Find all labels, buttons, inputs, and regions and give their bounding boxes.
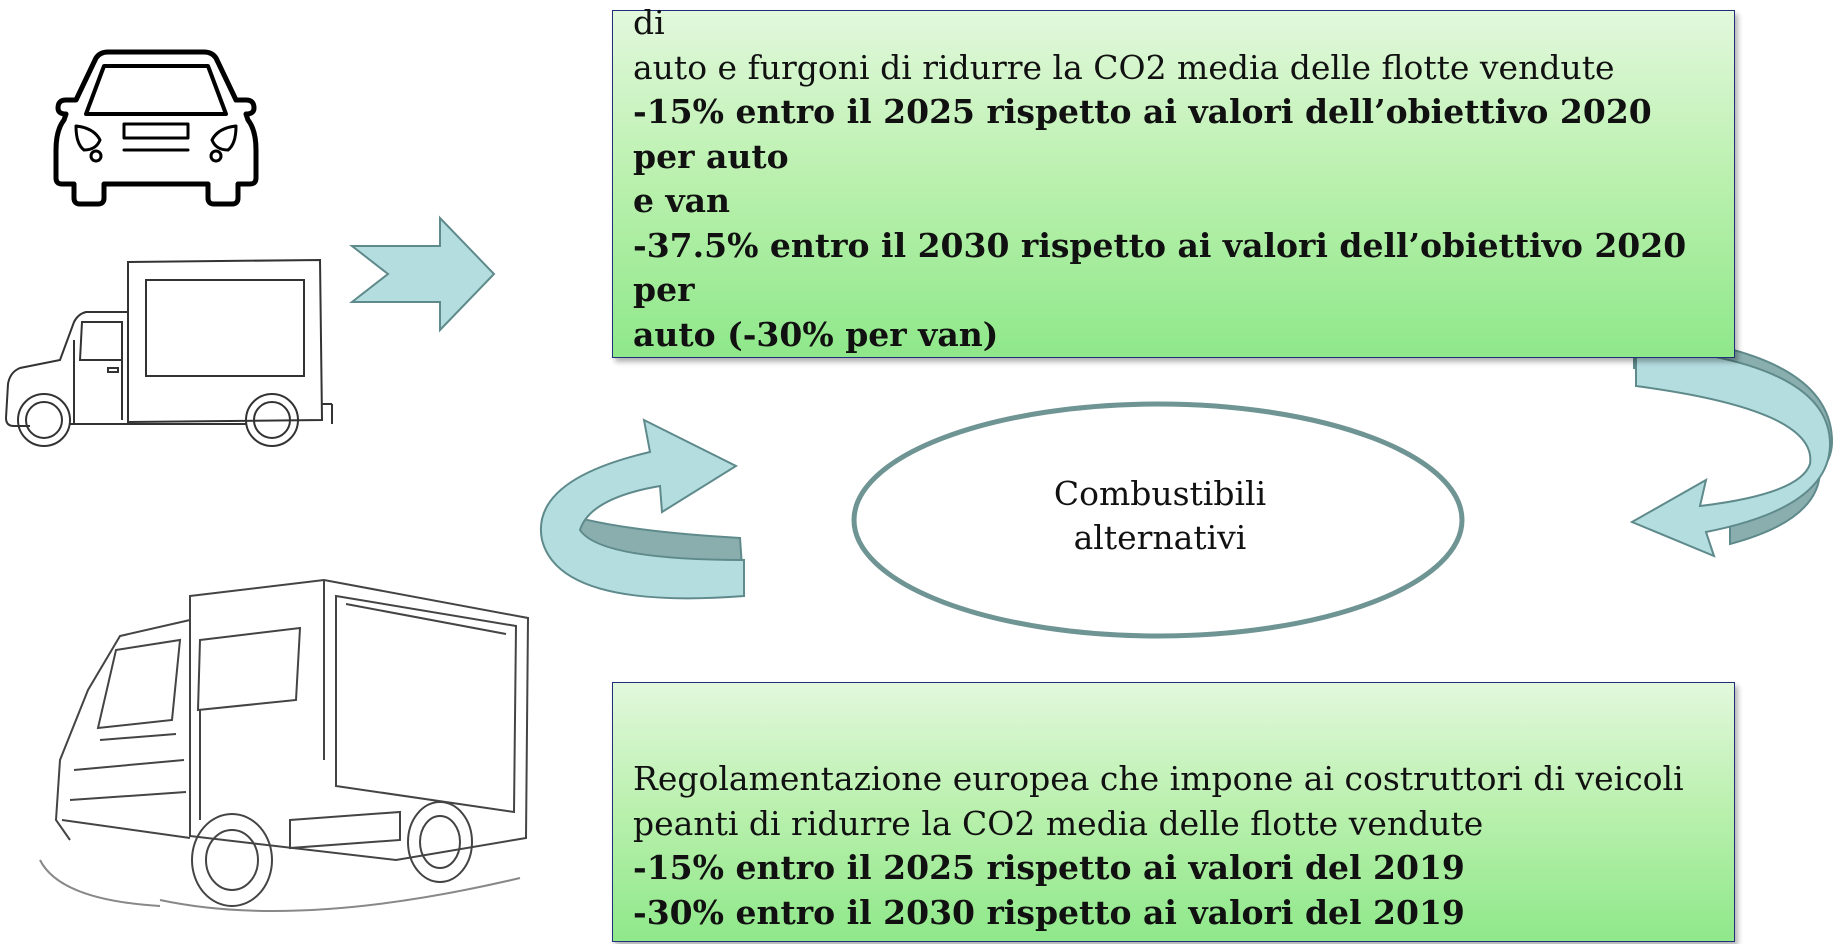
reg-target-line: -15% entro il 2025 rispetto ai valori de… [633, 92, 1652, 176]
reg-text-line: peanti di ridurre la CO2 media delle flo… [633, 803, 1484, 843]
curved-arrow-icon [1629, 332, 1834, 558]
reg-text-line: Regolamentazione europea che impone ai c… [633, 759, 1684, 798]
regulation-box-cars-vans: Regolamentazione europea 631/2019 che im… [612, 3, 1735, 358]
truck-icon [39, 578, 530, 912]
reg-target-line: auto (-30% per van) [633, 314, 999, 354]
car-icon [53, 49, 259, 207]
reg-target-line: e van [633, 181, 731, 220]
center-ellipse [851, 401, 1465, 639]
van-icon [4, 258, 333, 447]
center-label-line: alternativi [1073, 518, 1247, 557]
reg-text-line: Regolamentazione europea 631/2019 che im… [633, 3, 665, 42]
regulation-box-heavy-vehicles: Regolamentazione europea che impone ai c… [612, 682, 1735, 942]
center-label: Combustibili alternativi [860, 472, 1460, 560]
chevron-arrow-icon [349, 215, 496, 333]
curved-arrow-icon [539, 418, 746, 600]
center-label-line: Combustibili [1053, 474, 1267, 513]
reg-target-line: -37.5% entro il 2030 rispetto ai valori … [633, 225, 1687, 310]
reg-target-line: -30% entro il 2030 rispetto ai valori de… [633, 892, 1465, 932]
reg-target-line: -15% entro il 2025 rispetto ai valori de… [633, 848, 1465, 887]
reg-text-line: auto e furgoni di ridurre la CO2 media d… [633, 47, 1615, 87]
